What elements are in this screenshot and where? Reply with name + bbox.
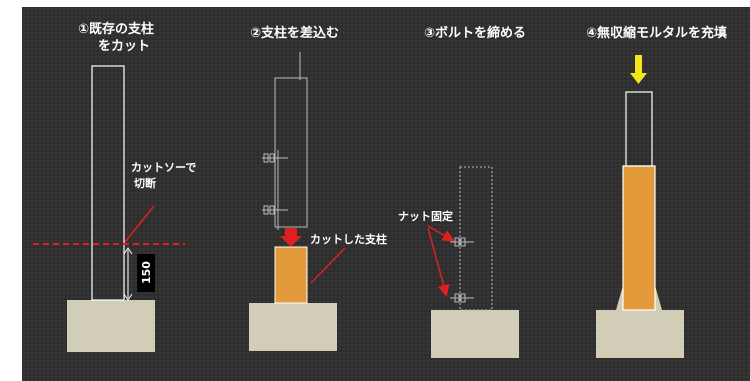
step1-title-line1: ①既存の支柱 [78, 21, 154, 37]
step2-title: ②支柱を差込む [250, 25, 339, 41]
step3-post [459, 166, 493, 311]
step3-nut-upper [450, 237, 474, 247]
step2-cut-post [274, 246, 308, 304]
step1-cut-label-line1: カットソーで [131, 161, 196, 174]
step3-title: ③ボルトを締める [424, 25, 526, 41]
step2-bolt-upper [262, 153, 288, 163]
step1-dimension-box [137, 254, 155, 292]
step1-dimension-value: 150 [140, 261, 153, 284]
step3-nut-pointer-upper [427, 225, 455, 242]
step2-insert-arrow [280, 228, 302, 247]
step4-post-upper [625, 91, 653, 167]
step2-bolt-lower [262, 205, 288, 215]
step2-cut-post-label: カットした支柱 [310, 232, 387, 246]
step1-existing-post [91, 65, 125, 301]
step4-fill-arrow [630, 55, 647, 84]
step3-nut-lower [450, 293, 474, 303]
step3-foundation [431, 310, 519, 358]
step3-nut-pointer-lower [427, 227, 450, 297]
step4-title: ④無収縮モルタルを充填 [586, 25, 727, 41]
step2-foundation [249, 303, 337, 351]
step2-new-post [274, 77, 308, 228]
step3-nut-label: ナット固定 [398, 209, 453, 223]
step1-cut-label-line2: 切断 [134, 176, 156, 190]
step4-filled-post [622, 165, 656, 311]
step1-title-line2: をカット [98, 39, 150, 54]
step1-cut-pointer [124, 205, 155, 243]
step1-foundation [67, 300, 155, 352]
step4-foundation [596, 310, 684, 358]
step2-cut-post-pointer [310, 247, 346, 284]
step1-dimension-arrows [123, 247, 133, 301]
